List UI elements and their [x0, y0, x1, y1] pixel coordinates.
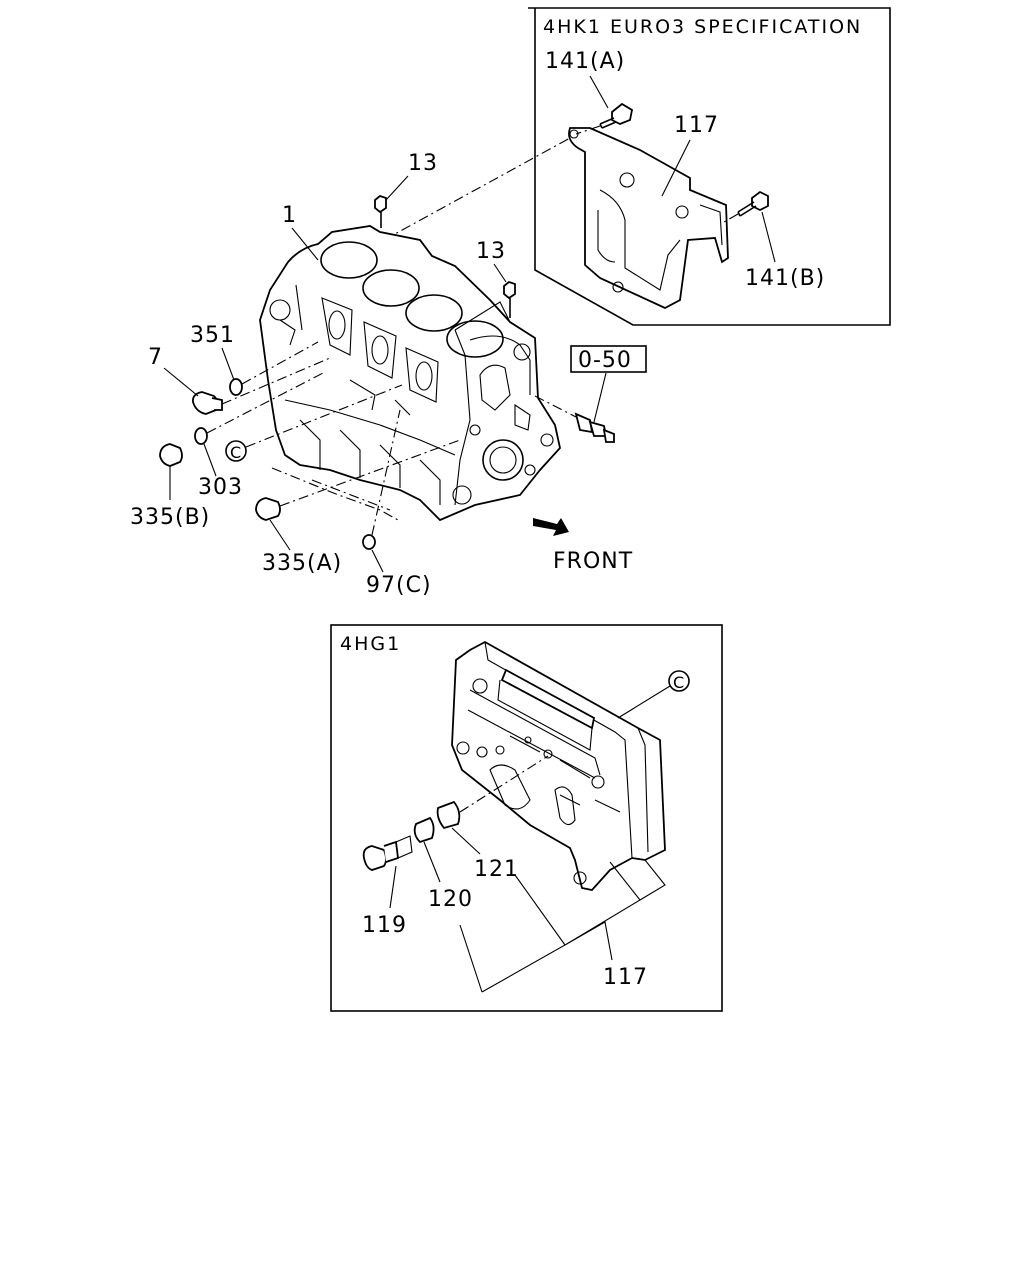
callout-13-b: 13 [476, 239, 506, 264]
cylinder-bore-2 [362, 269, 420, 307]
leader-lower-mid [311, 479, 391, 511]
cylinder-bore-4 [446, 320, 504, 358]
euro3-spec-box: 4HK1 EURO3 SPECIFICATION 141(A) 1 [528, 7, 891, 326]
callout-141a: 141(A) [545, 49, 625, 74]
circle-ref-c-detail [668, 670, 690, 692]
cylinder-bore-1 [320, 241, 378, 279]
plug-13-right [503, 280, 516, 318]
section-ref-label: 0-50 [578, 348, 632, 373]
plug-7 [192, 357, 331, 415]
sleeve-120 [413, 816, 435, 844]
callout-120: 120 [428, 887, 473, 912]
bushing-121 [436, 800, 461, 830]
bolt-141a [575, 102, 634, 135]
cover-plate-117-hg1 [451, 640, 666, 891]
leader-lower-left [271, 467, 399, 521]
sensor-fitting [534, 395, 615, 443]
callout-303: 303 [198, 475, 243, 500]
callout-1: 1 [282, 203, 297, 228]
hg1-box-title: 4HG1 [340, 633, 401, 655]
front-label: FRONT [553, 549, 633, 574]
euro3-box-title: 4HK1 EURO3 SPECIFICATION [543, 16, 862, 38]
bolt-119 [362, 835, 413, 871]
cylinder-block-1 [259, 225, 561, 522]
hg1-detail-box: 4HG1 C [330, 624, 723, 1012]
callout-141b: 141(B) [745, 266, 825, 291]
callout-335b: 335(B) [130, 505, 210, 530]
callout-97c: 97(C) [366, 573, 432, 598]
front-arrow-icon [533, 518, 569, 536]
plug-335a [255, 439, 461, 521]
plug-335b [159, 443, 183, 500]
callout-121: 121 [474, 857, 519, 882]
front-direction-indicator: FRONT [533, 518, 633, 574]
circle-ref-c-main: C [225, 384, 403, 462]
circle-ref-c-main-label: C [230, 443, 241, 462]
washer-351 [229, 341, 319, 396]
crank-bore [482, 439, 524, 481]
plug-13-left [374, 194, 387, 228]
callout-117-bottom: 117 [603, 965, 648, 990]
cylinder-bore-3 [405, 294, 463, 332]
ring-97c [362, 409, 401, 550]
callout-335a: 335(A) [262, 551, 342, 576]
callout-117-top: 117 [674, 113, 719, 138]
washer-303 [194, 371, 326, 445]
callout-351: 351 [190, 323, 235, 348]
section-ref-box: 0-50 [570, 345, 647, 373]
cover-plate-117-euro3 [568, 127, 729, 310]
callout-7: 7 [148, 345, 163, 370]
bolt-141b [723, 190, 769, 223]
leader-block-to-plate [383, 137, 571, 241]
callout-117-bottom-leaders [459, 859, 666, 993]
callout-13-a: 13 [408, 151, 438, 176]
circle-ref-c-detail-label: C [673, 673, 684, 692]
callout-119: 119 [362, 913, 407, 938]
